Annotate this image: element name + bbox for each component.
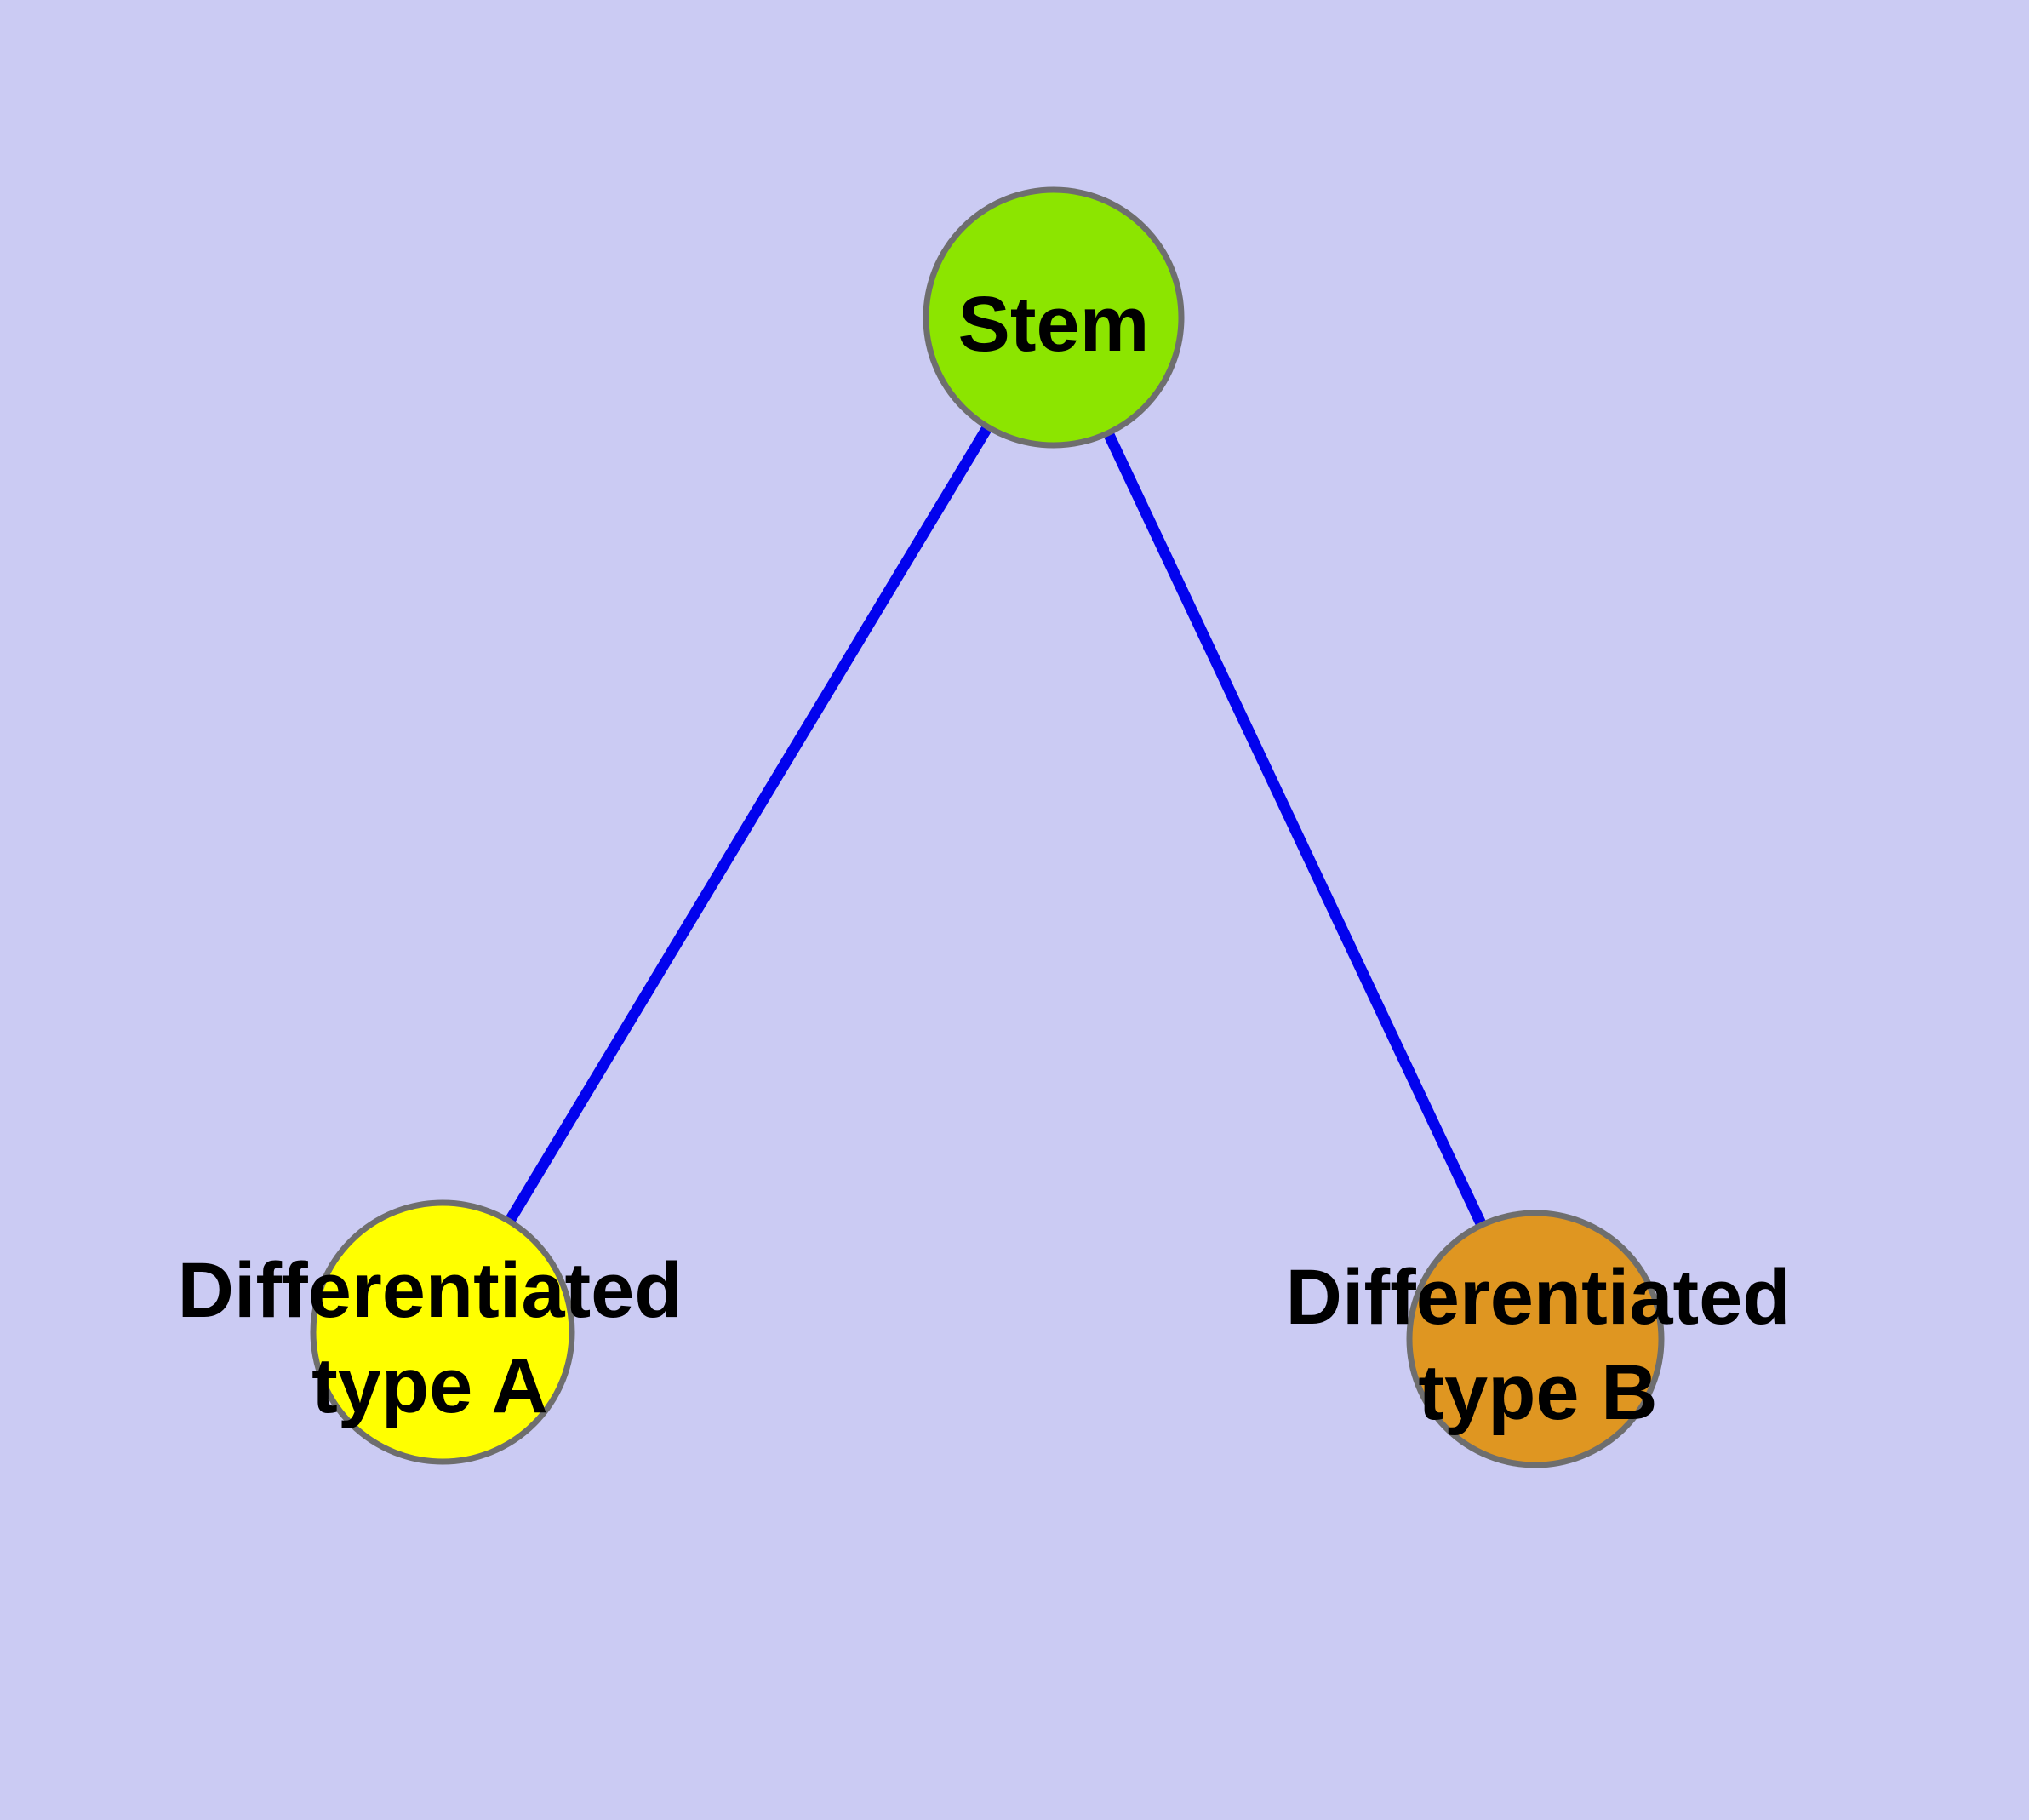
differentiated-type-a-node-circle <box>310 1199 575 1465</box>
edge-stem-to-type-a <box>437 314 1059 1336</box>
differentiated-type-a-label-line1: Differentiated <box>178 1247 683 1334</box>
stem-node-label: Stem <box>958 281 1150 368</box>
edge-stem-to-type-b <box>1049 315 1540 1342</box>
stem-node-circle <box>923 186 1185 449</box>
differentiated-type-a-label-line2: type A <box>311 1342 548 1429</box>
differentiated-type-b-label-line2: type B <box>1418 1349 1657 1436</box>
differentiated-type-b-node-circle <box>1406 1210 1665 1468</box>
differentiated-type-b-label-line1: Differentiated <box>1286 1254 1791 1341</box>
